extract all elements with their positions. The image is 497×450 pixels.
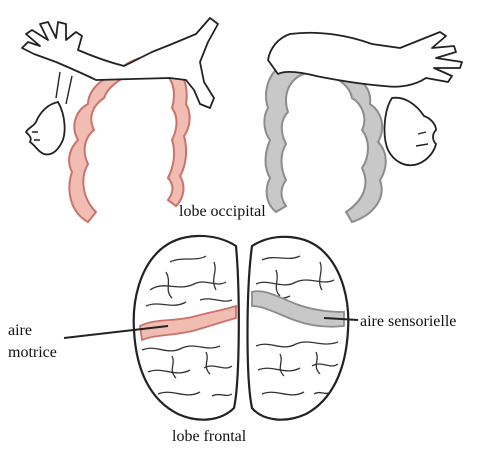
sensory-cortex-section (264, 32, 462, 222)
motor-cortex-band (69, 56, 190, 222)
label-aire-motrice-line2: motrice (8, 342, 57, 364)
sensory-face-icon (385, 98, 436, 166)
brain-top-view (64, 236, 358, 420)
motor-face-icon (26, 102, 65, 154)
label-aire-sensorielle: aire sensorielle (360, 313, 456, 331)
motor-hand-icon (22, 18, 218, 108)
label-lobe-frontal: lobe frontal (172, 428, 246, 446)
label-lobe-occipital: lobe occipital (179, 203, 266, 221)
label-aire-motrice: aire motrice (8, 320, 57, 364)
motor-cortex-section (22, 18, 218, 222)
label-aire-motrice-line1: aire (8, 320, 57, 342)
right-hemisphere (248, 237, 349, 420)
